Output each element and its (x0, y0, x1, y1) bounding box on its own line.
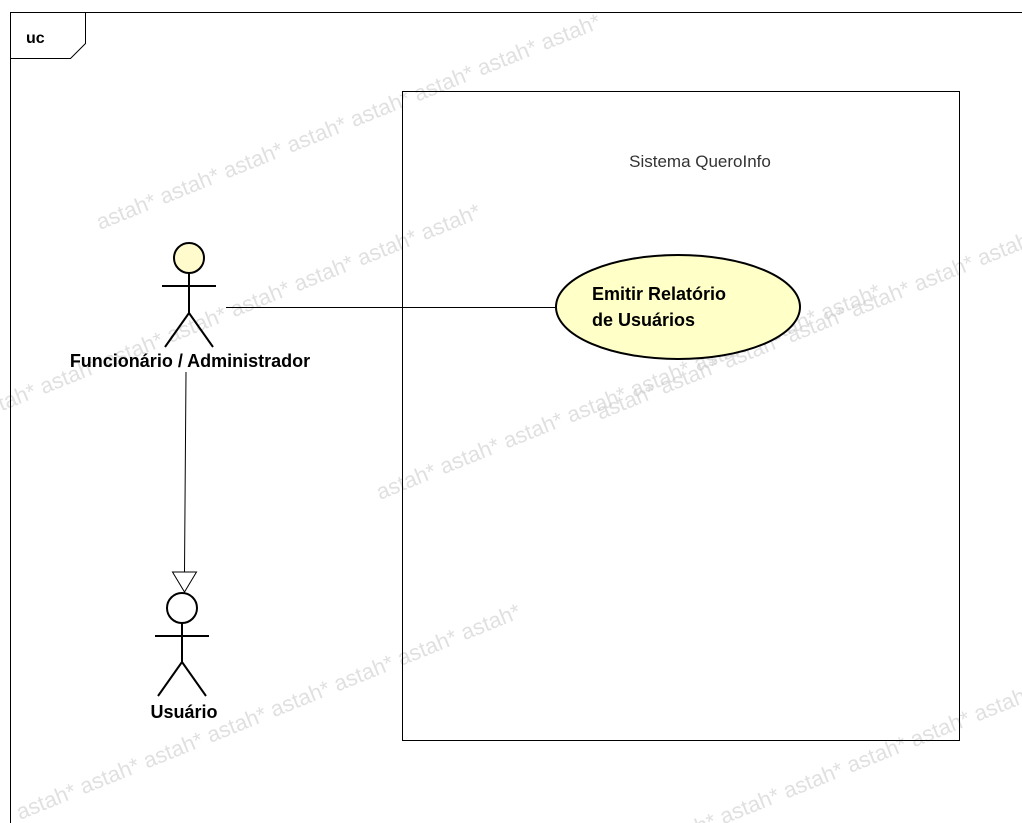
actor-left-leg (157, 661, 183, 697)
actor-right-leg (181, 661, 207, 697)
use-case-line-2: de Usuários (592, 310, 695, 330)
watermark-line: astah* astah* astah* astah* astah* astah… (93, 8, 605, 234)
watermark-line: astah* astah* astah* astah* astah* astah… (0, 198, 485, 424)
diagram-frame (10, 12, 1022, 823)
actor-head (173, 242, 205, 274)
use-case-line-1: Emitir Relatório (592, 284, 726, 304)
actor-right-leg (188, 312, 214, 348)
watermark-layer: astah* astah* astah* astah* astah* astah… (0, 8, 1022, 823)
actor-left-leg (164, 312, 190, 348)
generalization-line (184, 371, 187, 573)
use-case-report[interactable]: Emitir Relatório de Usuários (555, 254, 801, 360)
actor-head (166, 592, 198, 624)
frame-tag-border (10, 12, 86, 59)
actor-user[interactable]: Usuário (150, 592, 218, 722)
actor-admin-name: Funcionário / Administrador (70, 351, 310, 371)
actor-user-name: Usuário (150, 702, 217, 722)
system-boundary (402, 91, 960, 741)
use-case-ellipse (555, 254, 801, 360)
watermark-line: astah* astah* astah* astah* astah* astah… (13, 598, 525, 823)
system-name: Sistema QueroInfo (629, 152, 771, 171)
watermark-line: astah* astah* astah* astah* astah* astah… (653, 628, 1022, 823)
generalization-arrowhead (171, 571, 198, 593)
frame-tag-label: uc (26, 30, 45, 47)
actor-admin[interactable]: Funcionário / Administrador (70, 242, 310, 371)
